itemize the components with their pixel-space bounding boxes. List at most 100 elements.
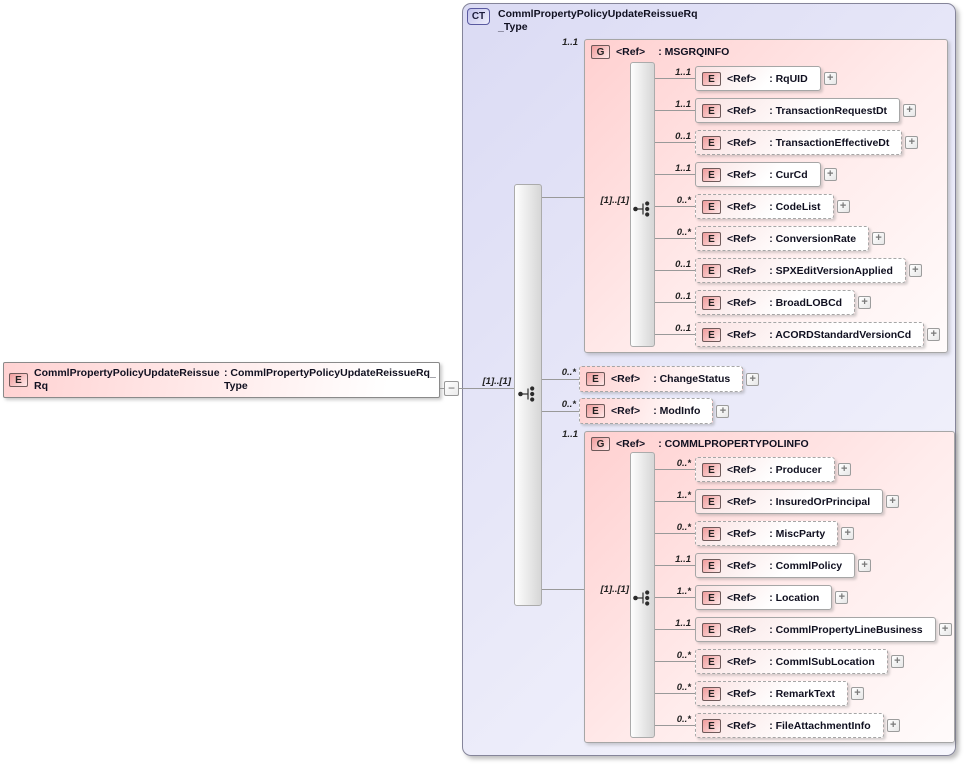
element-badge: E: [702, 327, 721, 342]
element-box-insuredorprincipal[interactable]: E<Ref>: InsuredOrPrincipal: [695, 489, 884, 514]
cardinality-label-rquid: 1..1: [675, 67, 691, 78]
ref-label: <Ref>: [616, 438, 646, 450]
element-box-location[interactable]: E<Ref>: Location: [695, 585, 833, 610]
root-element-box[interactable]: E CommlPropertyPolicyUpdateReissueRq : C…: [3, 362, 440, 398]
expand-toggle-producer[interactable]: +: [837, 463, 851, 476]
element-box-acordstandardversioncd[interactable]: E<Ref>: ACORDStandardVersionCd: [695, 322, 925, 347]
ref-label: <Ref>: [727, 104, 757, 117]
connector-line: [655, 206, 695, 207]
expand-toggle-codelist[interactable]: +: [836, 200, 850, 213]
root-connector-line: [440, 388, 514, 389]
expand-toggle-broadlobcd[interactable]: +: [858, 296, 872, 309]
ref-label: <Ref>: [727, 463, 757, 476]
element-badge: E: [702, 718, 721, 733]
element-name: : CommlPropertyLineBusiness: [769, 623, 923, 636]
ref-label: <Ref>: [727, 328, 757, 341]
connector-line: [542, 589, 584, 590]
connector-line: [655, 597, 695, 598]
element-box-modinfo[interactable]: E<Ref>: ModInfo: [579, 398, 714, 424]
connector-line: [655, 334, 695, 335]
expand-toggle-transactionrequestdt[interactable]: +: [903, 104, 917, 117]
cardinality-label-transactioneffectivedt: 0..1: [675, 131, 691, 142]
expand-toggle-conversionrate[interactable]: +: [872, 232, 886, 245]
group-name: : COMMLPROPERTYPOLINFO: [658, 438, 809, 450]
element-box-broadlobcd[interactable]: E<Ref>: BroadLOBCd: [695, 290, 856, 315]
ref-label: <Ref>: [727, 655, 757, 668]
connector-line: [655, 270, 695, 271]
expand-toggle-location[interactable]: +: [835, 591, 849, 604]
element-badge: E: [702, 494, 721, 509]
root-element-type: : CommlPropertyPolicyUpdateReissueRq_Typ…: [224, 367, 436, 392]
group-badge: G: [591, 45, 610, 59]
expand-toggle-commlpolicy[interactable]: +: [858, 559, 872, 572]
expand-toggle-spxeditversionapplied[interactable]: +: [908, 264, 922, 277]
element-box-conversionrate[interactable]: E<Ref>: ConversionRate: [695, 226, 870, 251]
ref-label: <Ref>: [727, 687, 757, 700]
element-name: : CodeList: [769, 200, 821, 213]
cardinality-label-modinfo: 0..*: [561, 399, 576, 410]
element-row-fileattachmentinfo: E<Ref>: FileAttachmentInfo+: [695, 713, 900, 738]
cardinality-label-commlpropertypolinfo: 1..1: [562, 429, 578, 440]
connector-line: [655, 565, 695, 566]
expand-toggle-commlsublocation[interactable]: +: [890, 655, 904, 668]
element-row-codelist: E<Ref>: CodeList+: [695, 194, 850, 219]
expand-toggle-changestatus[interactable]: +: [746, 372, 760, 386]
element-box-commlsublocation[interactable]: E<Ref>: CommlSubLocation: [695, 649, 888, 674]
element-box-fileattachmentinfo[interactable]: E<Ref>: FileAttachmentInfo: [695, 713, 884, 738]
element-box-rquid[interactable]: E<Ref>: RqUID: [695, 66, 821, 91]
element-row-commlsublocation: E<Ref>: CommlSubLocation+: [695, 649, 904, 674]
element-box-producer[interactable]: E<Ref>: Producer: [695, 457, 835, 482]
element-box-commlpropertylinebusiness[interactable]: E<Ref>: CommlPropertyLineBusiness: [695, 617, 936, 642]
element-box-remarktext[interactable]: E<Ref>: RemarkText: [695, 681, 848, 706]
complex-type-box[interactable]: CT CommlPropertyPolicyUpdateReissueRq_Ty…: [462, 3, 956, 756]
connector-line: [655, 174, 695, 175]
element-box-codelist[interactable]: E<Ref>: CodeList: [695, 194, 834, 219]
complex-type-title: CommlPropertyPolicyUpdateReissueRq_Type: [498, 8, 698, 33]
expand-toggle-transactioneffectivedt[interactable]: +: [905, 136, 919, 149]
expand-toggle-fileattachmentinfo[interactable]: +: [886, 719, 900, 732]
cardinality-label-fileattachmentinfo: 0..*: [676, 714, 691, 725]
connector-line: [542, 411, 579, 412]
element-badge: E: [702, 654, 721, 669]
root-collapse-toggle[interactable]: −: [444, 381, 459, 396]
element-badge: E: [702, 263, 721, 278]
cardinality-label-remarktext: 0..*: [676, 682, 691, 693]
cardinality-label-commlsublocation: 0..*: [676, 650, 691, 661]
expand-toggle-acordstandardversioncd[interactable]: +: [927, 328, 941, 341]
cardinality-label-producer: 0..*: [676, 458, 691, 469]
connector-line: [655, 725, 695, 726]
ref-label: <Ref>: [727, 559, 757, 572]
element-row-commlpropertylinebusiness: E<Ref>: CommlPropertyLineBusiness+: [695, 617, 952, 642]
element-badge: E: [702, 167, 721, 182]
expand-toggle-insuredorprincipal[interactable]: +: [886, 495, 900, 508]
element-row-location: E<Ref>: Location+: [695, 585, 849, 610]
ref-label: <Ref>: [727, 72, 757, 85]
expand-toggle-remarktext[interactable]: +: [850, 687, 864, 700]
element-row-transactioneffectivedt: E<Ref>: TransactionEffectiveDt+: [695, 130, 919, 155]
cardinality-label-spxeditversionapplied: 0..1: [675, 259, 691, 270]
expand-toggle-curcd[interactable]: +: [823, 168, 837, 181]
group-badge: G: [591, 437, 610, 451]
element-box-changestatus[interactable]: E<Ref>: ChangeStatus: [579, 366, 744, 392]
element-box-transactioneffectivedt[interactable]: E<Ref>: TransactionEffectiveDt: [695, 130, 903, 155]
expand-toggle-modinfo[interactable]: +: [716, 404, 730, 418]
ref-label: <Ref>: [727, 296, 757, 309]
element-row-broadlobcd: E<Ref>: BroadLOBCd+: [695, 290, 872, 315]
element-row-commlpolicy: E<Ref>: CommlPolicy+: [695, 553, 872, 578]
element-box-curcd[interactable]: E<Ref>: CurCd: [695, 162, 821, 187]
expand-toggle-miscparty[interactable]: +: [841, 527, 855, 540]
ref-label: <Ref>: [727, 136, 757, 149]
element-badge: E: [702, 590, 721, 605]
cardinality-label-insuredorprincipal: 1..*: [676, 490, 691, 501]
element-name: : Location: [769, 591, 820, 604]
element-box-miscparty[interactable]: E<Ref>: MiscParty: [695, 521, 839, 546]
cardinality-label-codelist: 0..*: [676, 195, 691, 206]
ref-label: <Ref>: [611, 405, 641, 417]
element-box-commlpolicy[interactable]: E<Ref>: CommlPolicy: [695, 553, 856, 578]
expand-toggle-rquid[interactable]: +: [823, 72, 837, 85]
expand-toggle-commlpropertylinebusiness[interactable]: +: [938, 623, 952, 636]
element-box-transactionrequestdt[interactable]: E<Ref>: TransactionRequestDt: [695, 98, 901, 123]
element-box-spxeditversionapplied[interactable]: E<Ref>: SPXEditVersionApplied: [695, 258, 906, 283]
